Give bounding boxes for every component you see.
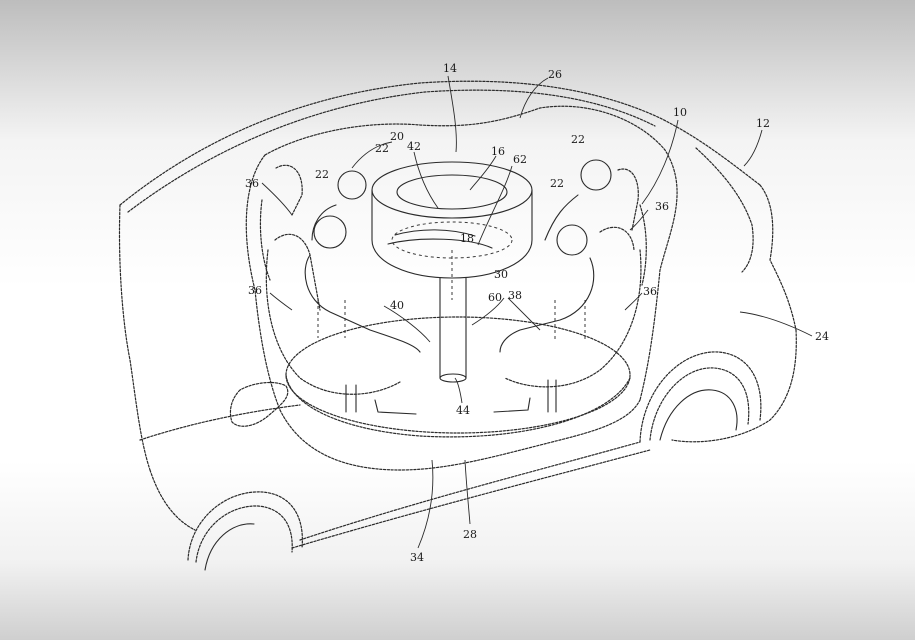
- cabin-cutaway: [245, 105, 678, 471]
- ref-30: 30: [494, 268, 508, 281]
- seat-rear-right: [617, 168, 647, 286]
- ref-16: 16: [491, 145, 505, 158]
- ref-22b: 22: [571, 133, 585, 146]
- central-table: [371, 161, 533, 383]
- occupant-front-right: [493, 224, 595, 413]
- seat-front-right: [504, 226, 642, 413]
- ref-28: 28: [463, 528, 477, 541]
- ref-22a: 22: [375, 142, 389, 155]
- ref-26: 26: [548, 68, 562, 81]
- ref-10: 10: [673, 106, 687, 119]
- ref-44: 44: [456, 404, 470, 417]
- ref-36a: 36: [245, 177, 259, 190]
- leader-lines: [261, 75, 813, 549]
- ref-34: 34: [410, 551, 424, 564]
- ref-22d: 22: [550, 177, 564, 190]
- ref-22c: 22: [315, 168, 329, 181]
- ref-24: 24: [815, 330, 829, 343]
- ref-36c: 36: [248, 284, 262, 297]
- occupant-front-left: [304, 215, 421, 415]
- front-wheel: [187, 491, 303, 571]
- ref-18: 18: [460, 232, 474, 245]
- occupant-rear-left: [311, 170, 367, 241]
- ref-62: 62: [513, 153, 527, 166]
- floor-platform: [285, 316, 631, 438]
- ref-20: 20: [390, 130, 404, 143]
- ref-14: 14: [443, 62, 457, 75]
- seat-rear-left: [259, 164, 303, 281]
- ref-36d: 36: [643, 285, 657, 298]
- vehicle-body: [118, 80, 797, 549]
- ref-12: 12: [756, 117, 770, 130]
- ref-42: 42: [407, 140, 421, 153]
- reference-numerals: 14 26 10 12 20 22 42 16 62 22 36 22 22 3…: [245, 62, 829, 564]
- ref-38: 38: [508, 289, 522, 302]
- occupant-rear-right: [544, 159, 612, 241]
- ref-36b: 36: [655, 200, 669, 213]
- ref-60: 60: [488, 291, 502, 304]
- ref-40: 40: [390, 299, 404, 312]
- rear-wheel: [639, 351, 762, 443]
